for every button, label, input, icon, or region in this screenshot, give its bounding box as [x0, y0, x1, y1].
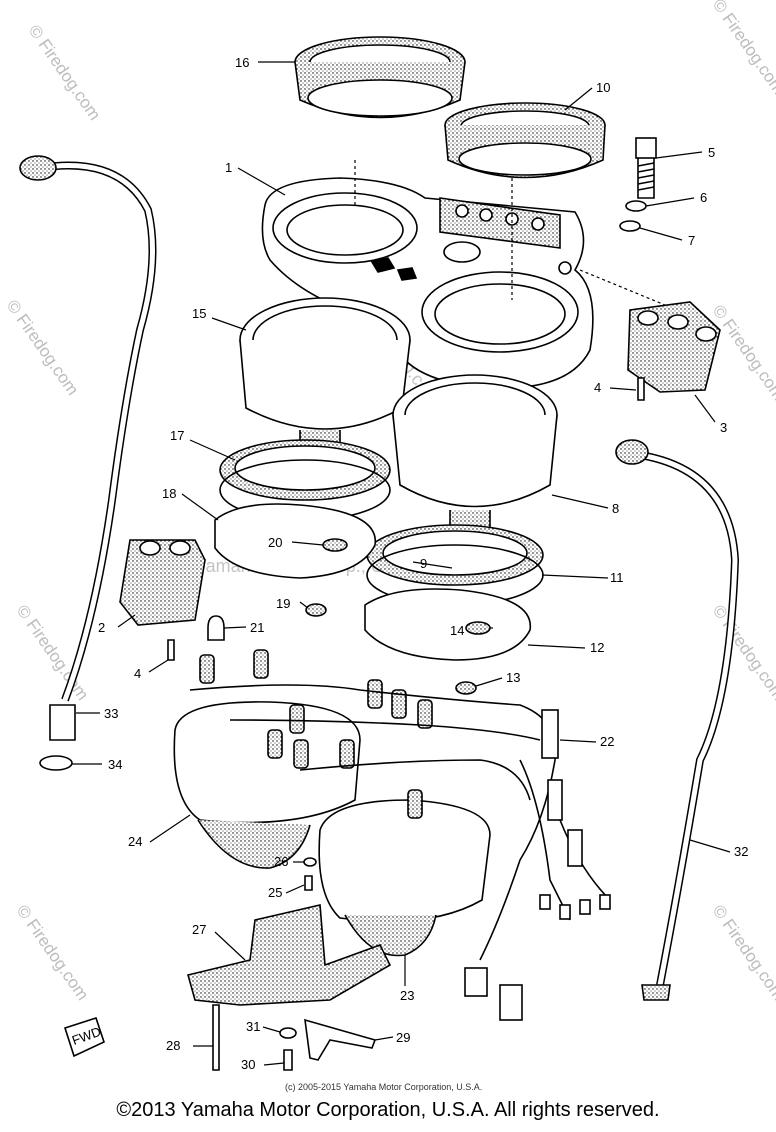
inner-copyright: (c) 2005-2015 Yamaha Motor Corporation, …	[285, 1082, 482, 1092]
bracket-27	[187, 904, 392, 1006]
part-label: 20	[268, 535, 282, 550]
bezel-ring-16	[294, 36, 466, 119]
bracket-29	[304, 1018, 377, 1061]
grommet-20	[322, 538, 348, 552]
screw-4-right	[637, 377, 645, 401]
washer-26	[303, 857, 317, 867]
meter-housing-1	[261, 177, 594, 389]
watermark-text: © Firedog.com	[3, 296, 83, 398]
part-label: 16	[235, 55, 249, 70]
tachometer-8	[392, 374, 558, 561]
part-label: 22	[600, 734, 614, 749]
part-label: 23	[400, 988, 414, 1003]
bracket-2	[119, 539, 206, 626]
part-label: 11	[610, 570, 624, 585]
part-label: 15	[192, 306, 206, 321]
part-label: 8	[612, 501, 619, 516]
meter-case-24	[173, 701, 361, 869]
part-label: 2	[98, 620, 105, 635]
part-label: 31	[246, 1019, 260, 1034]
part-label: 25	[268, 885, 282, 900]
part-label: 32	[734, 844, 748, 859]
part-label: 19	[276, 596, 290, 611]
part-label: 21	[250, 620, 264, 635]
part-label: 6	[700, 190, 707, 205]
bolt-5	[635, 137, 657, 199]
washer-6	[625, 200, 647, 212]
watermark-text: © Firedog.com	[709, 0, 776, 98]
part-label: 12	[590, 640, 604, 655]
part-label: 4	[594, 380, 601, 395]
part-label: 3	[720, 420, 727, 435]
part-label: 13	[506, 670, 520, 685]
washer-31	[279, 1027, 297, 1039]
part-label: 34	[108, 757, 122, 772]
nut-19	[305, 603, 327, 617]
watermark-text: © Firedog.com	[13, 901, 93, 1003]
plate-12	[364, 588, 531, 661]
screw-4-left	[167, 639, 175, 661]
part-label: 5	[708, 145, 715, 160]
screw-30	[283, 1049, 293, 1071]
part-label: 17	[170, 428, 184, 443]
fwd-arrow-icon	[63, 1016, 105, 1058]
bracket-3	[627, 301, 721, 393]
part-label: 18	[162, 486, 176, 501]
part-label: 14	[450, 623, 464, 638]
screw-25	[304, 875, 313, 891]
bulb-21	[207, 615, 225, 641]
part-label: 9	[420, 556, 427, 571]
plate-18	[214, 503, 377, 579]
part-labels: 1 2 3 4 4 5 6 7 8 9 10 11 12 13 14 15 16…	[70, 55, 749, 1072]
gasket-ring-17	[219, 439, 391, 521]
bolt-28	[212, 1004, 220, 1071]
meter-case-23	[318, 799, 491, 957]
part-label: 28	[166, 1038, 180, 1053]
part-label: 1	[225, 160, 232, 175]
ring-34	[39, 755, 73, 771]
washer-7	[619, 220, 641, 232]
part-label: 10	[596, 80, 610, 95]
part-label: 24	[128, 834, 142, 849]
nut-13	[455, 681, 477, 695]
watermark-text: © Firedog.com	[25, 21, 105, 123]
part-label: 29	[396, 1030, 410, 1045]
grommet-14	[465, 621, 491, 635]
part-label: 4	[134, 666, 141, 681]
part-label: 7	[688, 233, 695, 248]
gasket-ring-11	[366, 524, 544, 606]
bulb-sockets	[199, 649, 433, 819]
watermark-text: © Firedog.com	[709, 301, 776, 403]
meter-cable-33	[19, 155, 157, 741]
meter-cable-32	[615, 439, 740, 1001]
copyright-footer: ©2013 Yamaha Motor Corporation, U.S.A. A…	[116, 1099, 660, 1121]
part-label: 27	[192, 922, 206, 937]
wiring-harness-22	[189, 684, 611, 1021]
part-label: 33	[104, 706, 118, 721]
part-label: 30	[241, 1057, 255, 1072]
bezel-ring-10	[444, 102, 606, 179]
watermark-text: © Firedog.com	[709, 901, 776, 1003]
parts-drawing	[19, 36, 740, 1071]
leader-lines	[72, 61, 731, 1066]
part-label: 26	[274, 854, 288, 869]
